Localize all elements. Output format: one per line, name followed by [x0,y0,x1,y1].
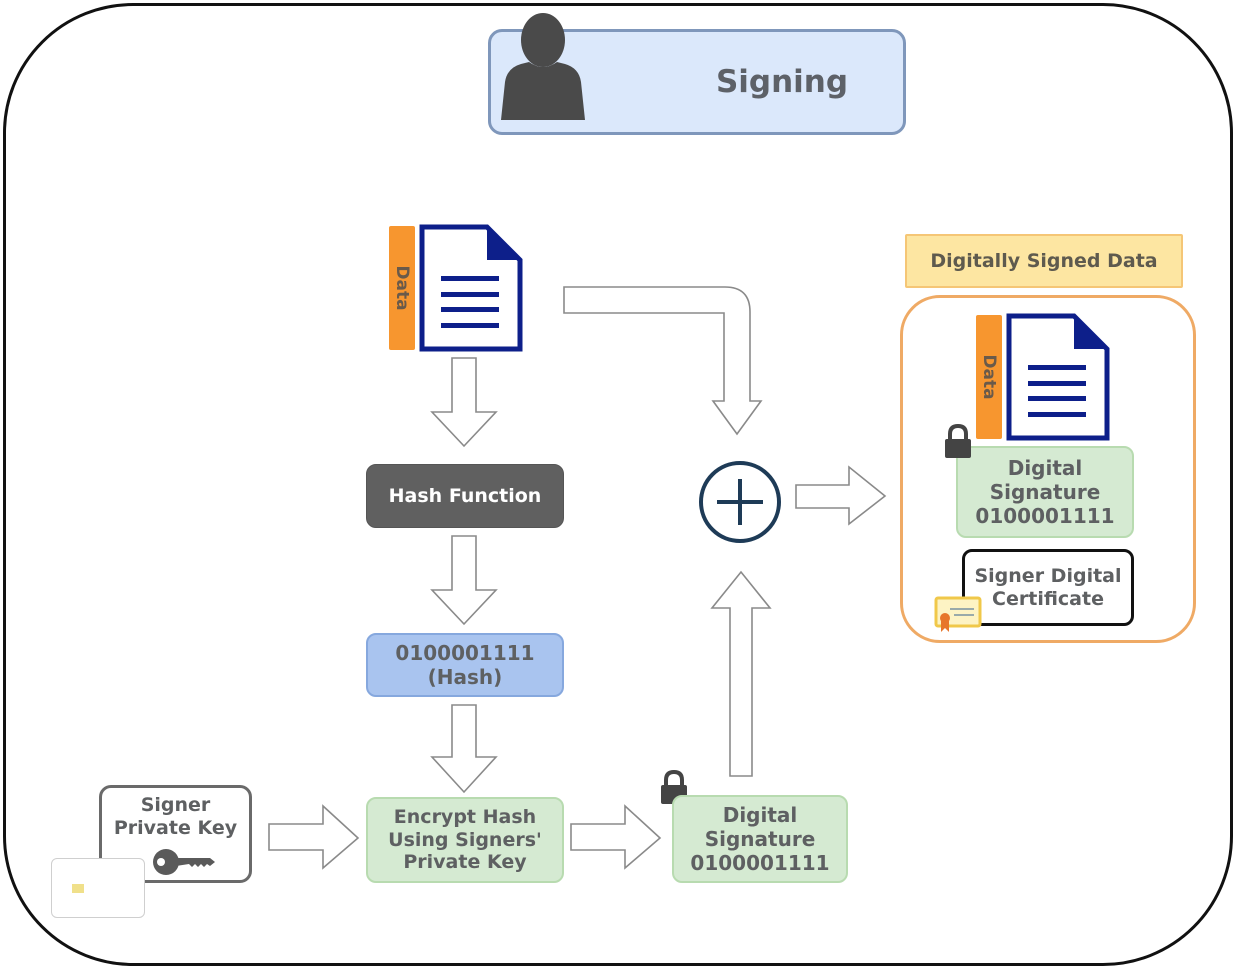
signer-certificate-box[interactable]: Signer Digital Certificate [962,549,1134,626]
digital-signature-box[interactable]: Digital Signature 0100001111 [672,795,848,883]
card-chip [72,884,84,893]
signed-signature-value: 0100001111 [975,504,1115,528]
signed-signature-line-1: Digital [1007,456,1083,480]
page-title: Signing [715,64,849,100]
arrow-right-key-to-encrypt [268,804,360,870]
encrypt-line-3: Private Key [403,851,527,874]
private-key-line-2: Private Key [113,816,238,839]
hash-label: (Hash) [427,665,503,689]
signed-data-tag-label: Data [979,354,999,400]
arrow-right-encrypt-to-signature [570,804,662,870]
signed-data-title: Digitally Signed Data [930,249,1158,272]
signed-digital-signature-box[interactable]: Digital Signature 0100001111 [956,446,1134,538]
hash-box[interactable]: 0100001111 (Hash) [366,633,564,697]
certificate-line-1: Signer Digital [974,564,1122,587]
arrow-up-signature-to-plus [710,570,772,777]
arrow-down-doc-to-hash-function [430,357,498,448]
private-key-line-1: Signer [140,794,211,816]
signature-line-2: Signature [704,827,816,851]
encrypt-line-2: Using Signers' [388,828,542,851]
signed-signature-line-2: Signature [989,480,1101,504]
user-icon [501,13,585,120]
arrow-bent-doc-to-plus [563,286,763,436]
smart-card-icon [51,858,145,918]
encrypt-hash-box[interactable]: Encrypt Hash Using Signers' Private Key [366,797,564,883]
document-icon[interactable] [419,224,523,352]
hash-function-label: Hash Function [388,485,542,507]
arrow-down-hash-function-to-hash [430,535,498,626]
digitally-signed-data-label: Digitally Signed Data [905,234,1183,288]
signed-document-icon[interactable] [1006,313,1110,441]
hash-function-box[interactable]: Hash Function [366,464,564,528]
key-icon [153,849,215,875]
signed-data-tag: Data [976,315,1002,439]
encrypt-line-1: Encrypt Hash [393,805,537,828]
plus-circle-icon [699,461,781,543]
signing-title-box: Signing [488,13,906,135]
arrow-down-hash-to-encrypt [430,704,498,794]
certificate-line-2: Certificate [992,587,1104,610]
data-tag: Data [389,226,415,350]
signature-value: 0100001111 [690,851,830,875]
data-tag-label: Data [392,265,412,311]
hash-value: 0100001111 [395,641,535,665]
certificate-icon [934,596,982,632]
signature-line-1: Digital [722,803,798,827]
signed-lock-icon [945,424,971,458]
arrow-right-plus-to-signed-data [795,465,887,526]
